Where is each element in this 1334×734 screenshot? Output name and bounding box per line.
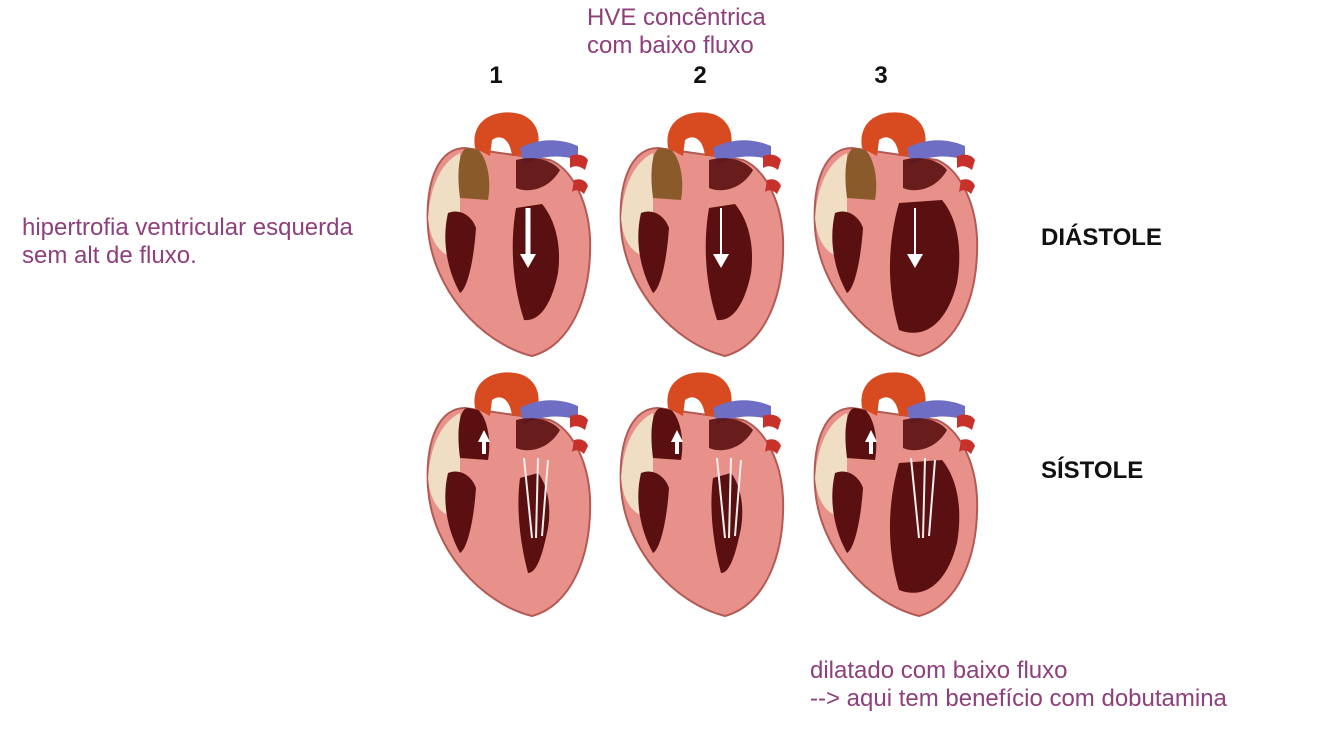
bottom-annotation-line-2: --> aqui tem benefício com dobutamina bbox=[810, 685, 1227, 713]
top-annotation-line-1: HVE concêntrica bbox=[587, 4, 766, 32]
column-number-1: 1 bbox=[476, 62, 516, 90]
row-label-systole: SÍSTOLE bbox=[1041, 457, 1143, 485]
heart-1-systole bbox=[420, 368, 600, 618]
top-annotation: HVE concêntrica com baixo fluxo bbox=[587, 4, 766, 60]
bottom-annotation-line-1: dilatado com baixo fluxo bbox=[810, 657, 1227, 685]
heart-3-diastole bbox=[807, 108, 987, 358]
column-number-2: 2 bbox=[680, 62, 720, 90]
top-annotation-line-2: com baixo fluxo bbox=[587, 32, 766, 60]
left-annotation-line-2: sem alt de fluxo. bbox=[22, 242, 353, 270]
heart-3-systole bbox=[807, 368, 987, 618]
column-number-3: 3 bbox=[861, 62, 901, 90]
left-annotation-line-1: hipertrofia ventricular esquerda bbox=[22, 214, 353, 242]
row-label-diastole: DIÁSTOLE bbox=[1041, 224, 1162, 252]
heart-2-systole bbox=[613, 368, 793, 618]
heart-1-diastole bbox=[420, 108, 600, 358]
bottom-annotation: dilatado com baixo fluxo --> aqui tem be… bbox=[810, 657, 1227, 713]
left-annotation: hipertrofia ventricular esquerda sem alt… bbox=[22, 214, 353, 270]
heart-2-diastole bbox=[613, 108, 793, 358]
